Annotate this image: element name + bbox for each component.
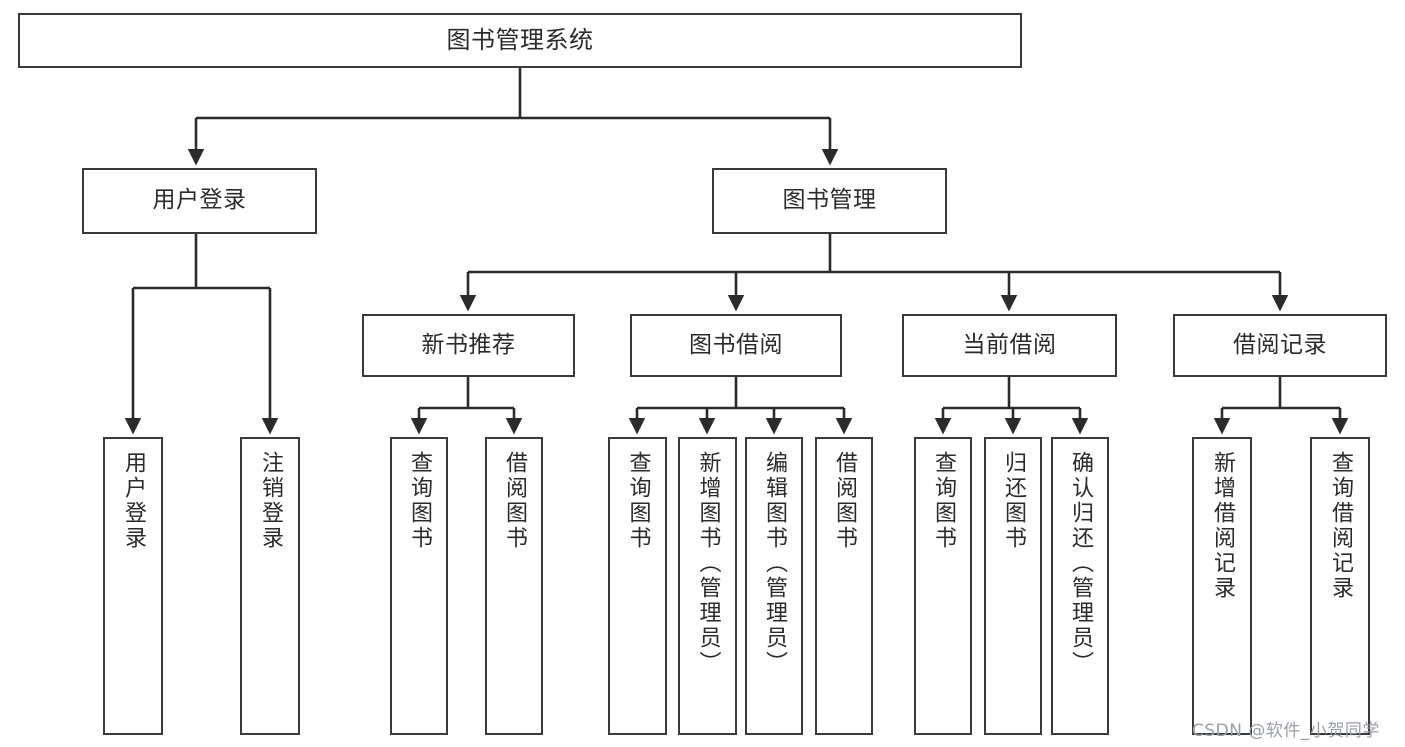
leaf-edit-book-admin-label: 编辑图书（管理员）: [762, 451, 787, 676]
leaf-confirm-return-admin[interactable]: 确认归还（管理员）: [1051, 437, 1109, 735]
leaf-user-login-label: 用户登录: [121, 451, 146, 551]
leaf-query-books-recommend-label: 查询图书: [407, 451, 432, 551]
leaf-query-books-current[interactable]: 查询图书: [914, 437, 972, 735]
leaf-query-borrow-record[interactable]: 查询借阅记录: [1310, 437, 1370, 735]
leaf-edit-book-admin[interactable]: 编辑图书（管理员）: [745, 437, 803, 735]
node-borrow-records-label: 借阅记录: [1233, 331, 1327, 358]
leaf-user-login[interactable]: 用户登录: [103, 437, 163, 735]
node-current-borrow-label: 当前借阅: [962, 331, 1057, 358]
leaf-borrow-books-borrow[interactable]: 借阅图书: [815, 437, 873, 735]
leaf-query-books-borrow[interactable]: 查询图书: [608, 437, 667, 735]
node-new-book-recommend-label: 新书推荐: [421, 331, 516, 358]
node-user-login[interactable]: 用户登录: [82, 168, 317, 234]
leaf-logout[interactable]: 注销登录: [240, 437, 300, 735]
leaf-add-book-admin[interactable]: 新增图书（管理员）: [678, 437, 737, 735]
node-current-borrow[interactable]: 当前借阅: [902, 314, 1117, 377]
node-book-borrow[interactable]: 图书借阅: [630, 314, 842, 377]
node-borrow-records[interactable]: 借阅记录: [1173, 314, 1387, 377]
leaf-borrow-books-recommend[interactable]: 借阅图书: [485, 437, 543, 735]
leaf-borrow-books-borrow-label: 借阅图书: [832, 451, 857, 551]
node-root[interactable]: 图书管理系统: [18, 13, 1022, 68]
leaf-borrow-books-recommend-label: 借阅图书: [502, 451, 527, 551]
leaf-add-borrow-record-label: 新增借阅记录: [1210, 451, 1235, 601]
leaf-logout-label: 注销登录: [258, 451, 283, 551]
leaf-confirm-return-admin-label: 确认归还（管理员）: [1068, 451, 1093, 676]
leaf-add-borrow-record[interactable]: 新增借阅记录: [1192, 437, 1252, 735]
leaf-return-books-label: 归还图书: [1001, 451, 1026, 551]
node-new-book-recommend[interactable]: 新书推荐: [362, 314, 575, 377]
leaf-return-books[interactable]: 归还图书: [984, 437, 1042, 735]
leaf-add-book-admin-label: 新增图书（管理员）: [695, 451, 721, 676]
node-root-label: 图书管理系统: [446, 26, 594, 55]
node-book-borrow-label: 图书借阅: [689, 331, 783, 358]
node-book-management-label: 图书管理: [782, 187, 877, 214]
node-user-login-label: 用户登录: [152, 187, 247, 214]
leaf-query-books-borrow-label: 查询图书: [625, 451, 651, 551]
leaf-query-books-recommend[interactable]: 查询图书: [390, 437, 448, 735]
leaf-query-books-current-label: 查询图书: [931, 451, 956, 551]
leaf-query-borrow-record-label: 查询借阅记录: [1328, 451, 1353, 601]
node-book-management[interactable]: 图书管理: [712, 168, 947, 234]
csdn-watermark: CSDN @软件_小贺同学: [1192, 721, 1380, 741]
